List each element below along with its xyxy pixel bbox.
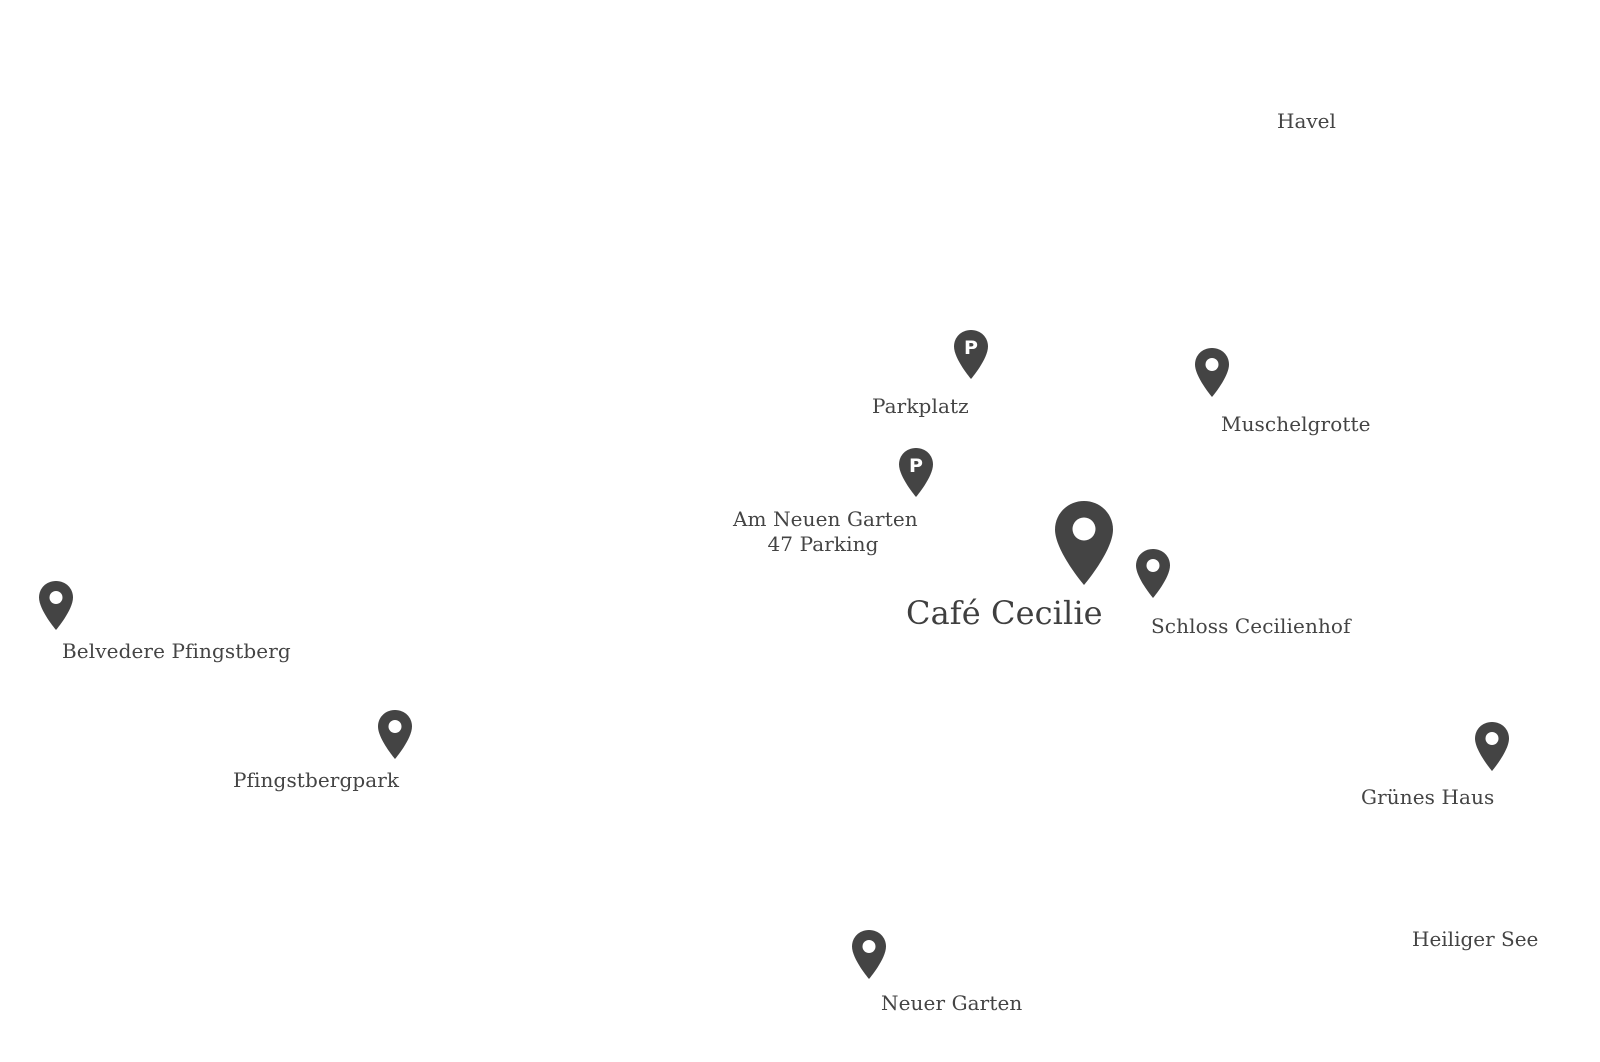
map-marker-icon[interactable] [1135, 548, 1171, 599]
water-label-heiliger-see: Heiliger See [1412, 927, 1539, 951]
place-label-pfingstbergpark[interactable]: Pfingstbergpark [233, 768, 400, 792]
place-label-cafe-cecilie[interactable]: Café Cecilie [906, 594, 1103, 632]
map-marker-icon[interactable] [1054, 500, 1114, 586]
svg-text:P: P [909, 455, 923, 477]
map-marker-icon[interactable] [851, 929, 887, 980]
svg-text:P: P [964, 337, 978, 359]
water-label-havel: Havel [1277, 109, 1336, 133]
place-label-neuer-garten[interactable]: Neuer Garten [881, 991, 1023, 1015]
parking-marker-icon[interactable]: P [953, 329, 989, 380]
map-marker-icon[interactable] [38, 580, 74, 631]
map-marker-icon[interactable] [377, 709, 413, 760]
place-label-parkplatz[interactable]: Parkplatz [872, 394, 969, 418]
place-label-gruenes-haus[interactable]: Grünes Haus [1361, 785, 1495, 809]
place-label-am-neuen-garten[interactable]: Am Neuen Garten 47 Parking [733, 507, 918, 557]
parking-marker-icon[interactable]: P [898, 447, 934, 498]
place-label-line-1: Am Neuen Garten [733, 507, 918, 531]
place-label-muschelgrotte[interactable]: Muschelgrotte [1221, 412, 1371, 436]
place-label-belvedere-pfingstberg[interactable]: Belvedere Pfingstberg [62, 639, 291, 663]
place-label-schloss-cecilienhof[interactable]: Schloss Cecilienhof [1151, 614, 1351, 638]
map-marker-icon[interactable] [1194, 347, 1230, 398]
map-marker-icon[interactable] [1474, 721, 1510, 772]
place-label-line-2: 47 Parking [767, 532, 879, 556]
